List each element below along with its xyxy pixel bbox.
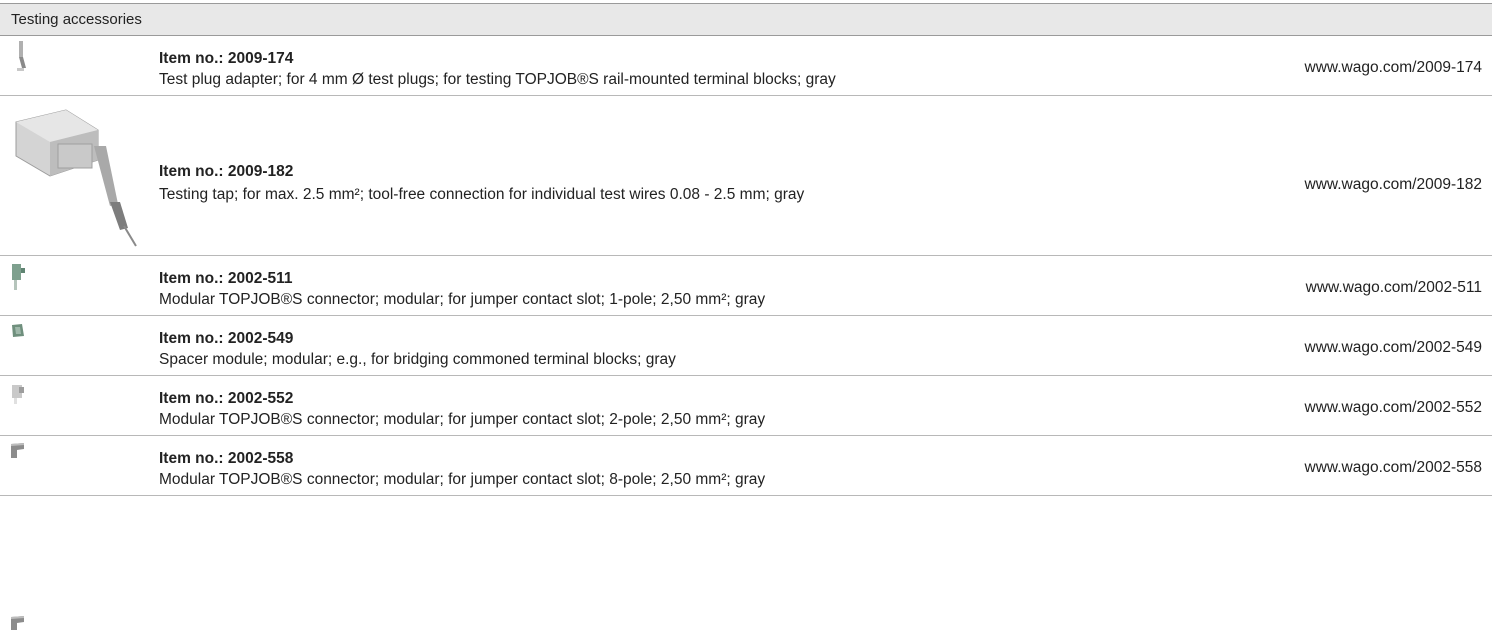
item-description: Testing tap; for max. 2.5 mm²; tool-free…: [159, 186, 805, 203]
item-description: Modular TOPJOB®S connector; modular; for…: [159, 411, 766, 428]
list-item: Item no.: 2002-552 Modular TOPJOB®S conn…: [0, 376, 1492, 436]
product-link[interactable]: www.wago.com/2002-549: [1304, 339, 1483, 356]
list-item: Item no.: 2009-182 Testing tap; for max.…: [0, 96, 1492, 256]
list-item: Item no.: 2002-549 Spacer module; modula…: [0, 316, 1492, 376]
test-plug-adapter-image: [17, 41, 26, 71]
item-number: Item no.: 2002-558: [159, 450, 294, 467]
modular-connector-image: [12, 385, 24, 404]
item-number: Item no.: 2009-182: [159, 163, 294, 180]
product-link[interactable]: www.wago.com/2002-511: [1305, 279, 1482, 296]
modular-connector-image: [11, 616, 24, 630]
product-link[interactable]: www.wago.com/2002-558: [1304, 459, 1483, 476]
section-title: Testing accessories: [11, 11, 142, 28]
product-link[interactable]: www.wago.com/2009-174: [1304, 59, 1483, 76]
list-item: Item no.: 2002-511 Modular TOPJOB®S conn…: [0, 256, 1492, 316]
item-number: Item no.: 2009-174: [159, 50, 294, 67]
list-item: [0, 611, 1492, 631]
item-description: Modular TOPJOB®S connector; modular; for…: [159, 471, 766, 488]
modular-connector-image: [12, 264, 25, 290]
item-description: Spacer module; modular; e.g., for bridgi…: [159, 351, 676, 368]
list-item: Item no.: 2002-558 Modular TOPJOB®S conn…: [0, 436, 1492, 496]
testing-tap-image: [15, 109, 137, 247]
spacer-module-image: [12, 324, 24, 337]
item-number: Item no.: 2002-552: [159, 390, 294, 407]
list-item: Item no.: 2009-174 Test plug adapter; fo…: [0, 36, 1492, 96]
item-description: Test plug adapter; for 4 mm Ø test plugs…: [159, 71, 836, 88]
item-description: Modular TOPJOB®S connector; modular; for…: [159, 291, 766, 308]
item-number: Item no.: 2002-511: [159, 270, 293, 287]
product-link[interactable]: www.wago.com/2009-182: [1304, 176, 1483, 193]
product-link[interactable]: www.wago.com/2002-552: [1304, 399, 1483, 416]
modular-connector-image: [11, 443, 24, 458]
item-number: Item no.: 2002-549: [159, 330, 294, 347]
section-header: Testing accessories: [0, 4, 1492, 36]
top-divider: [0, 3, 1492, 4]
